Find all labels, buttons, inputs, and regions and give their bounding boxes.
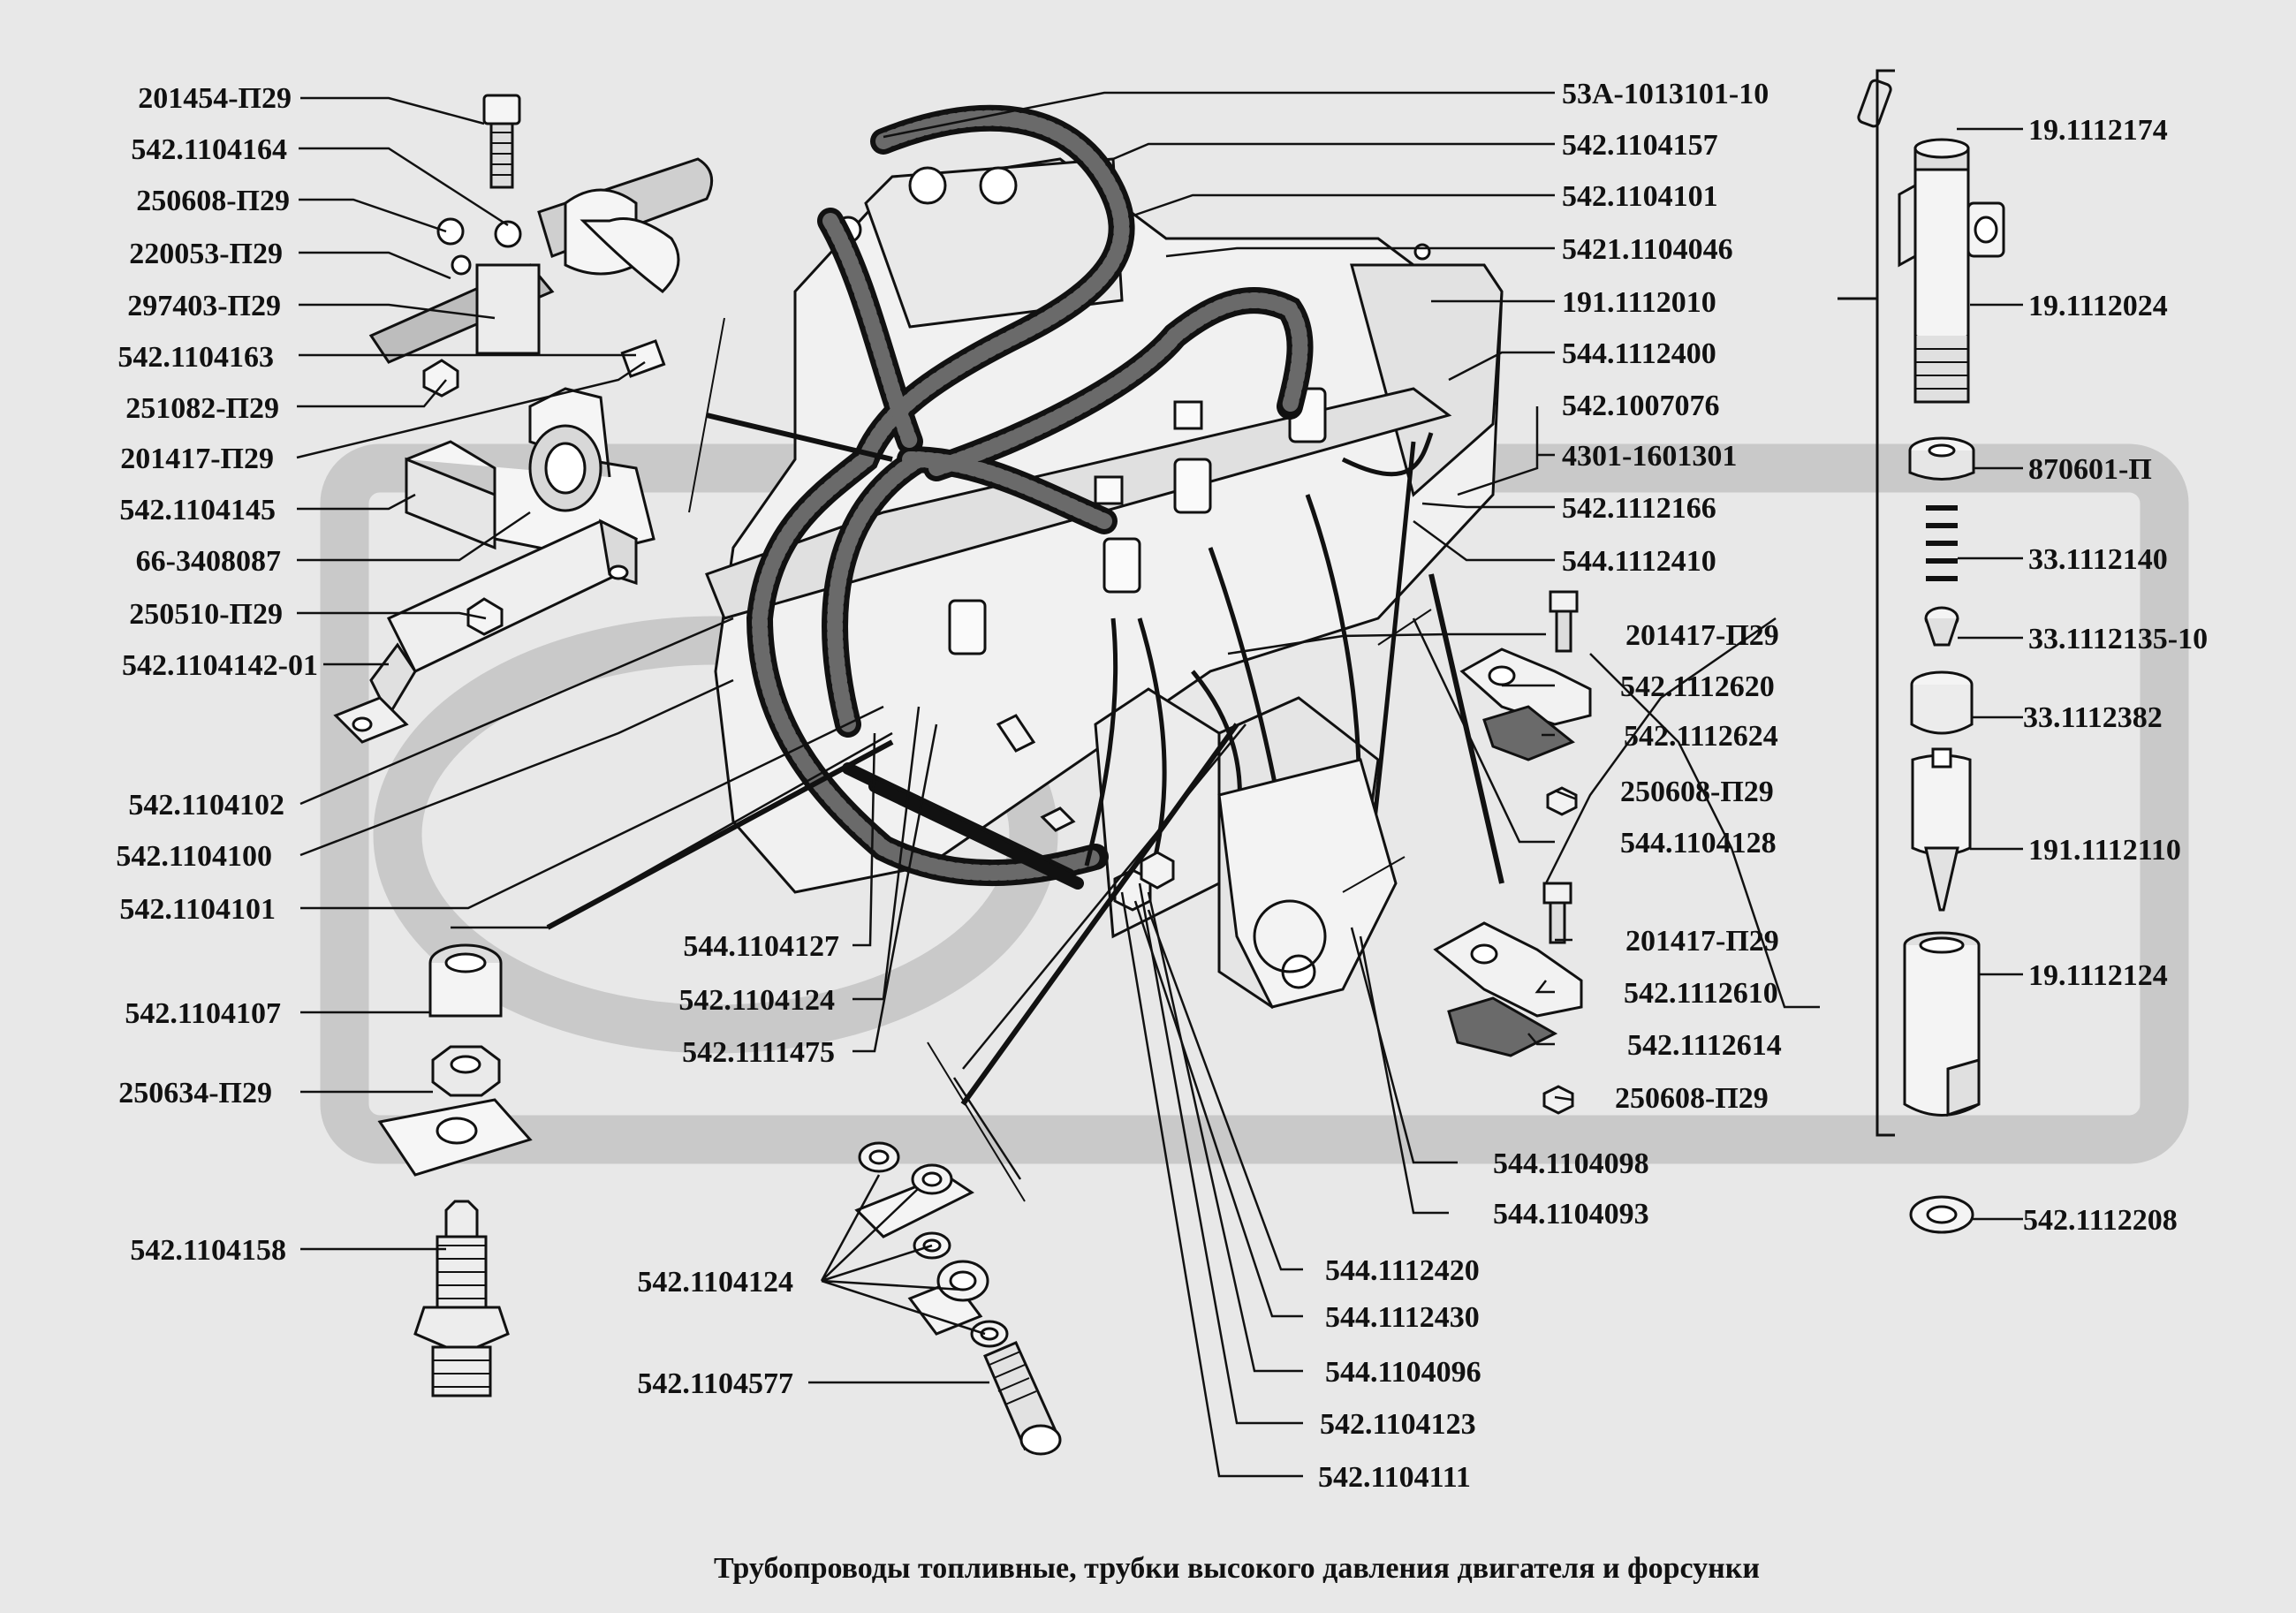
label-201417-P29-c: 201417-П29: [1625, 925, 1779, 958]
label-542-1104163: 542.1104163: [117, 341, 274, 374]
label-33-1112135-10: 33.1112135-10: [2028, 623, 2208, 655]
label-542-1112610: 542.1112610: [1624, 977, 1778, 1010]
label-544-1104093: 544.1104093: [1493, 1198, 1649, 1231]
label-201417-P29-a: 201417-П29: [120, 443, 274, 475]
label-251082-P29: 251082-П29: [125, 392, 279, 425]
label-191-1112010: 191.1112010: [1562, 286, 1716, 319]
label-542-1111475: 542.1111475: [682, 1036, 835, 1069]
label-544-1112400: 544.1112400: [1562, 337, 1716, 370]
guide-lines: [546, 413, 1504, 1106]
label-542-1104577: 542.1104577: [637, 1367, 793, 1400]
label-542-1104158: 542.1104158: [130, 1234, 286, 1267]
figure-caption: Трубопроводы топливные, трубки высокого …: [714, 1552, 1760, 1585]
bracket-542-1104145: [333, 387, 655, 744]
label-542-1112166: 542.1112166: [1562, 492, 1716, 525]
label-542-1104107: 542.1104107: [125, 997, 281, 1030]
label-53A-1013101-10: 53А-1013101-10: [1562, 78, 1769, 110]
label-201454-P29: 201454-П29: [138, 82, 292, 115]
label-542-1104101-a: 542.1104101: [119, 893, 276, 926]
label-250608-P29-b: 250608-П29: [1620, 776, 1774, 808]
banjo-fitting-group: [854, 1141, 1062, 1456]
bracket-assembly-top-left: [368, 94, 714, 398]
label-542-1104111: 542.1104111: [1318, 1461, 1471, 1494]
label-544-1112410: 544.1112410: [1562, 545, 1716, 578]
part-labels: 201454-П29 542.1104164 250608-П29 220053…: [116, 78, 2208, 1494]
label-544-1112420: 544.1112420: [1325, 1254, 1480, 1287]
label-542-1104145: 542.1104145: [119, 494, 276, 526]
label-33-1112140: 33.1112140: [2028, 543, 2168, 576]
label-4301-1601301: 4301-1601301: [1562, 440, 1737, 473]
leader-lines: [296, 91, 2023, 1478]
label-542-1007076: 542.1007076: [1562, 390, 1720, 422]
label-542-1104100: 542.1104100: [116, 840, 272, 873]
label-544-1104128: 544.1104128: [1620, 827, 1777, 860]
label-33-1112382: 33.1112382: [2023, 701, 2163, 734]
label-191-1112110: 191.1112110: [2028, 834, 2181, 867]
nut-542-1104107: [428, 943, 503, 1018]
label-544-1112430: 544.1112430: [1325, 1301, 1480, 1334]
label-542-1104142-01: 542.1104142-01: [122, 649, 318, 682]
label-542-1104157: 542.1104157: [1562, 129, 1718, 162]
label-542-1104123: 542.1104123: [1320, 1408, 1476, 1441]
label-66-3408087: 66-3408087: [136, 545, 281, 578]
fuel-pump: [1217, 758, 1398, 1009]
label-250608-P29-c: 250608-П29: [1615, 1082, 1769, 1115]
label-297403-P29: 297403-П29: [127, 290, 281, 322]
installed-injectors: [948, 387, 1327, 655]
label-19-1112024: 19.1112024: [2028, 290, 2168, 322]
label-542-1104124-b: 542.1104124: [637, 1266, 793, 1299]
label-542-1112208: 542.1112208: [2023, 1204, 2178, 1237]
label-542-1112620: 542.1112620: [1620, 670, 1775, 703]
label-250608-P29-a: 250608-П29: [136, 185, 290, 217]
label-19-1112174: 19.1112174: [2028, 114, 2168, 147]
label-250510-P29: 250510-П29: [129, 598, 283, 631]
label-542-1112614: 542.1112614: [1627, 1029, 1782, 1062]
fuel-hoses: [746, 104, 1314, 890]
injector-exploded-stack: [1857, 79, 2005, 1234]
label-544-1104127: 544.1104127: [683, 930, 839, 963]
label-542-1104102: 542.1104102: [128, 789, 284, 822]
label-542-1104124-a: 542.1104124: [678, 984, 835, 1017]
label-250634-P29: 250634-П29: [118, 1077, 272, 1109]
label-220053-P29: 220053-П29: [129, 238, 283, 270]
label-544-1104098: 544.1104098: [1493, 1147, 1649, 1180]
label-19-1112124: 19.1112124: [2028, 959, 2168, 992]
label-542-1112624: 542.1112624: [1624, 720, 1778, 753]
thin-guide-lines: [688, 317, 1432, 1202]
injector-clamps: [1433, 590, 1592, 1115]
injector-group-frame: [1838, 69, 1895, 1137]
label-542-1104164: 542.1104164: [131, 133, 287, 166]
pump-unions: [996, 714, 1175, 912]
label-542-1104101-b: 542.1104101: [1562, 180, 1718, 213]
fitting-542-1104158: [413, 1200, 510, 1397]
label-544-1104096: 544.1104096: [1325, 1356, 1481, 1389]
label-870601-P: 870601-П: [2028, 453, 2152, 486]
nut-250634-P29: [377, 1045, 533, 1177]
label-5421-1104046: 5421.1104046: [1562, 233, 1733, 266]
label-201417-P29-b: 201417-П29: [1625, 619, 1779, 652]
